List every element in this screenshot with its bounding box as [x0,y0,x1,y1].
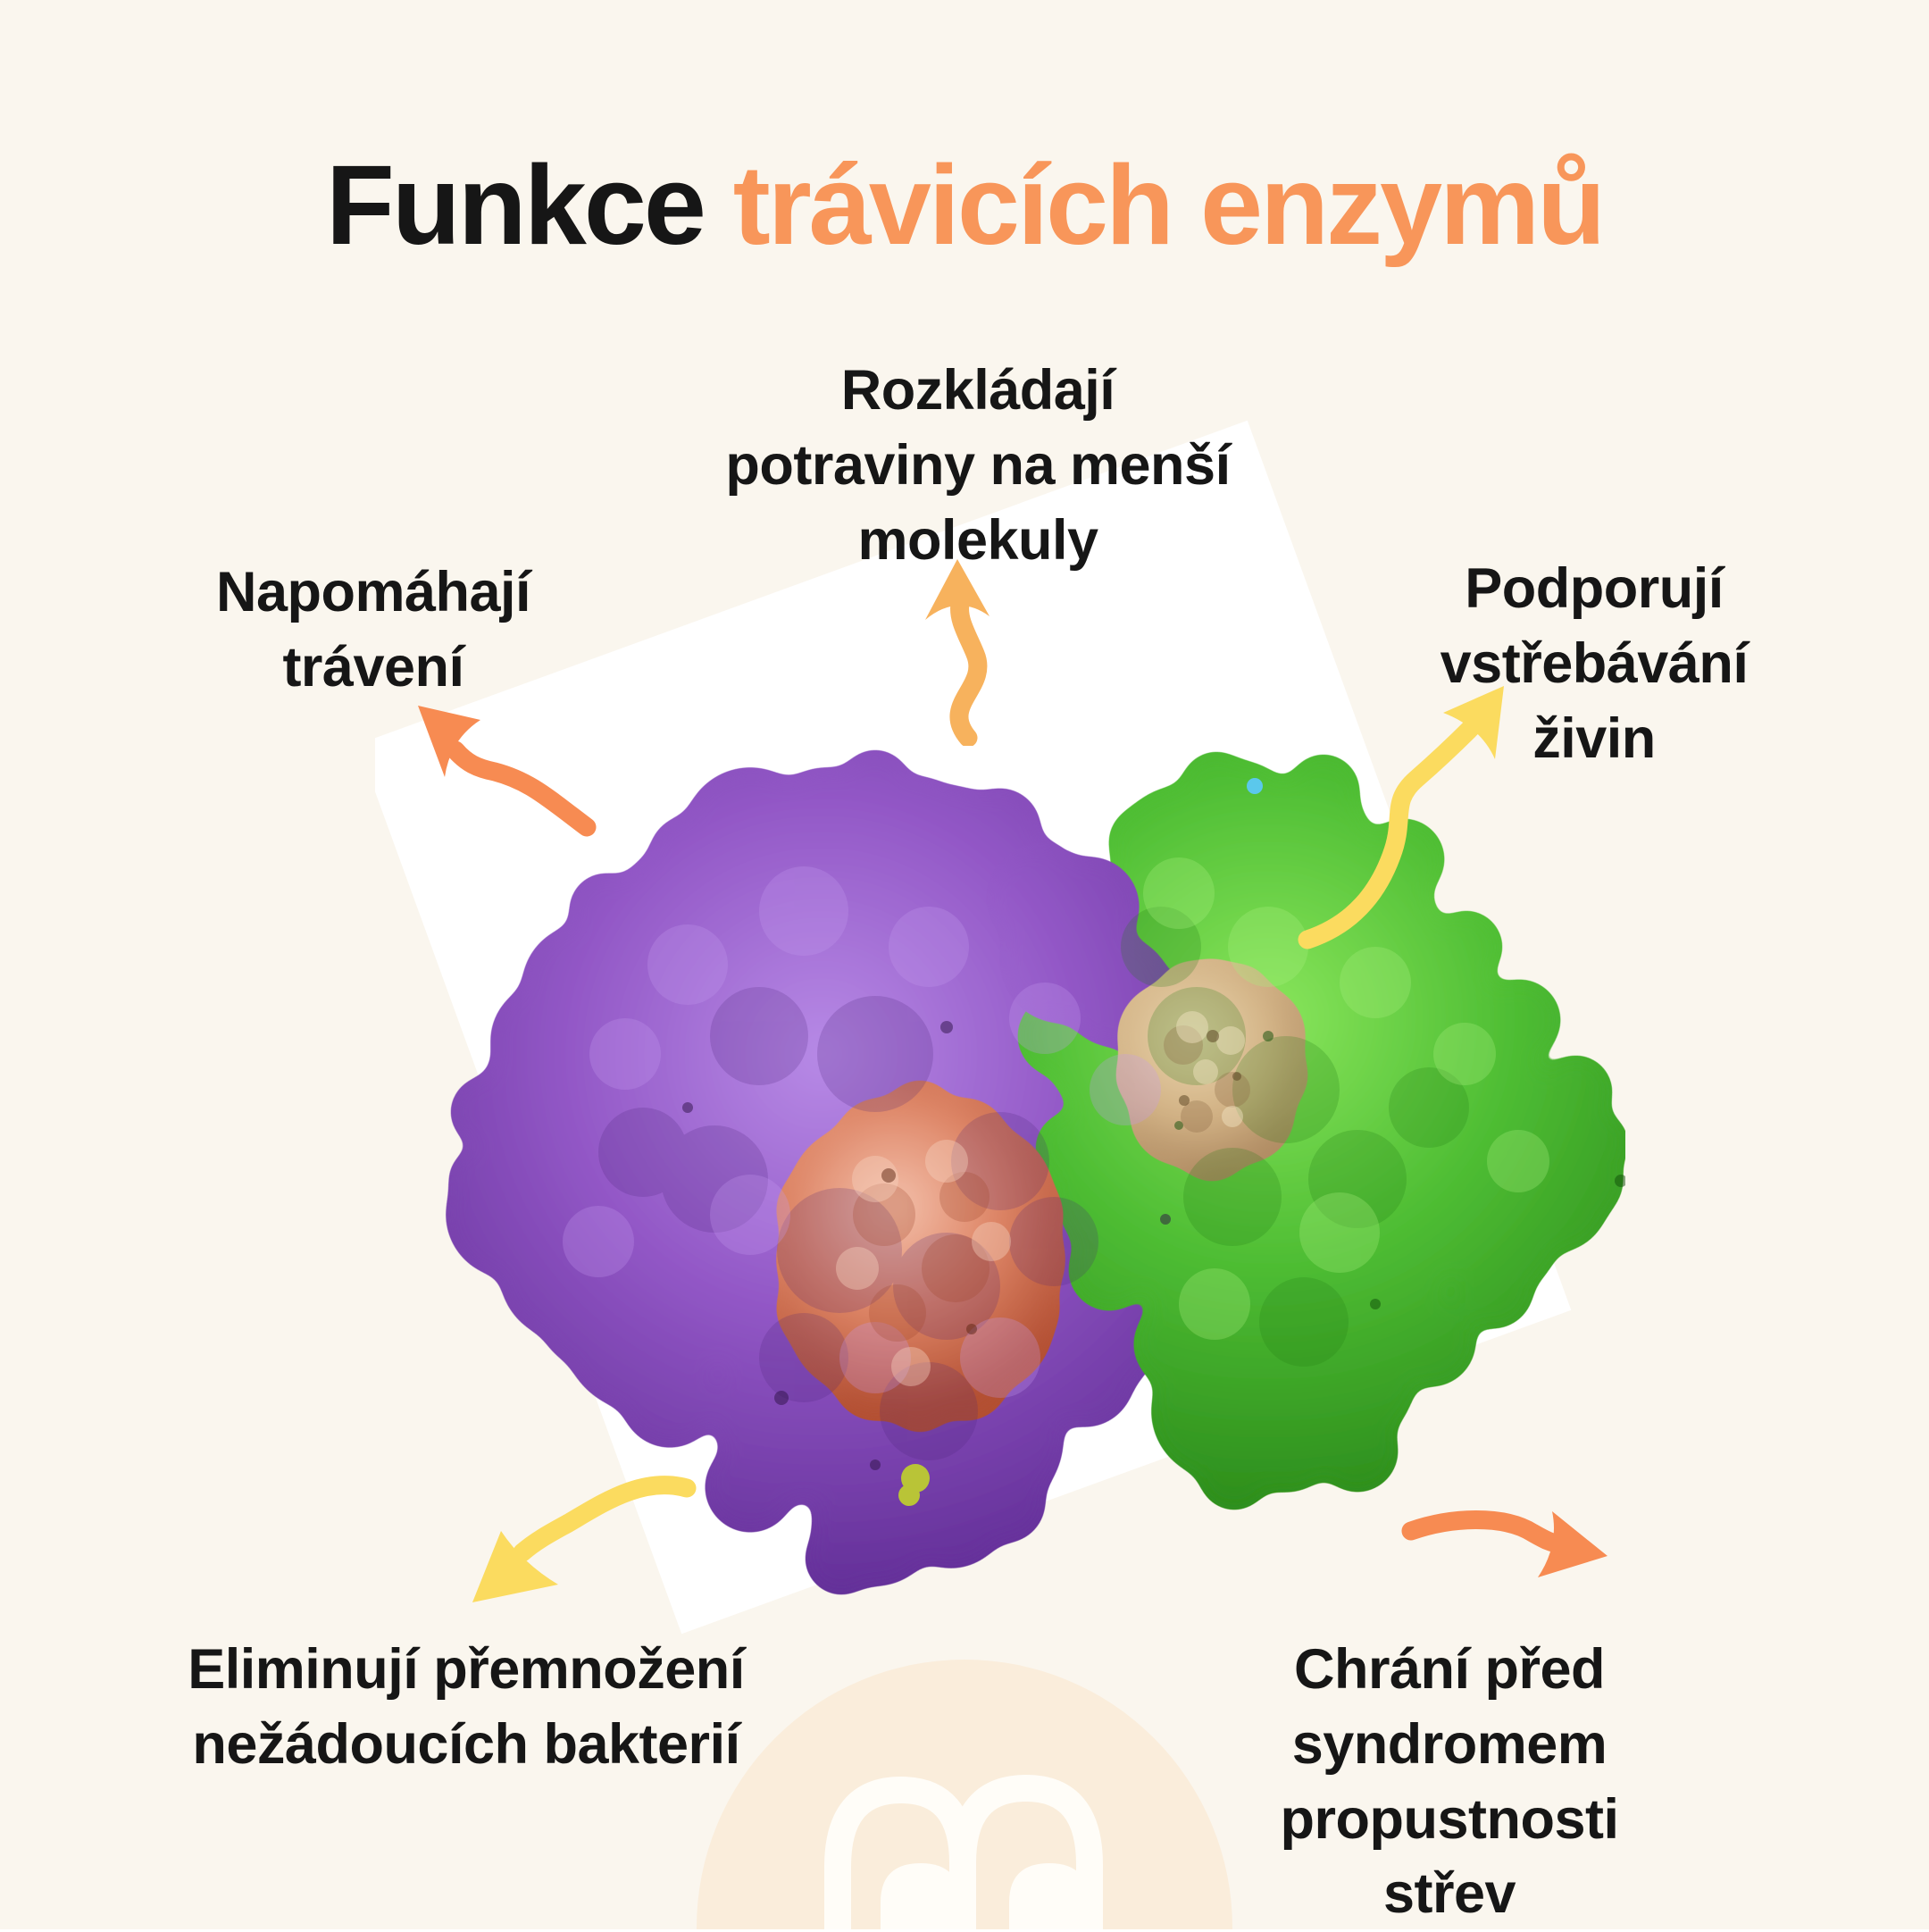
arrow-bottom-left [472,1476,697,1602]
watermark-inner-arches [881,1863,1090,1929]
tan-surface-texture [1164,1011,1250,1133]
enzyme-molecule-illustration [375,420,1625,1635]
tan-protein-sphere [1116,959,1307,1181]
salmon-surface-texture [836,1140,1011,1386]
purple-surface-texture [563,866,1171,1470]
label-eliminate-bacteria-overgrowth: Eliminují přemnožení nežádoucích bakteri… [188,1638,745,1776]
arrow-bottom-right [1401,1510,1608,1577]
label-protect-leaky-gut: Chrání před syndromem propustnosti střev [1280,1638,1619,1926]
arrow-left [418,706,597,837]
label-break-down-food: Rozkládají potraviny na menší molekuly [725,359,1231,572]
green-surface-texture [1121,857,1625,1367]
cyan-speck [1247,778,1263,794]
title-word-black: Funkce [325,142,706,269]
watermark-arches-icon [824,1774,1103,1929]
arrow-right [1298,686,1504,949]
label-support-nutrient-absorption: Podporují vstřebávání živin [1440,557,1749,770]
arrow-top-center [925,559,990,746]
watermark-logo [697,1660,1232,1929]
label-aid-digestion: Napomáhají trávení [215,561,531,698]
title-words-orange: trávicích enzymů [732,142,1606,269]
yellow-nub [898,1464,930,1506]
green-protein-mass [1018,752,1625,1510]
salmon-protein-sphere [777,1081,1065,1432]
